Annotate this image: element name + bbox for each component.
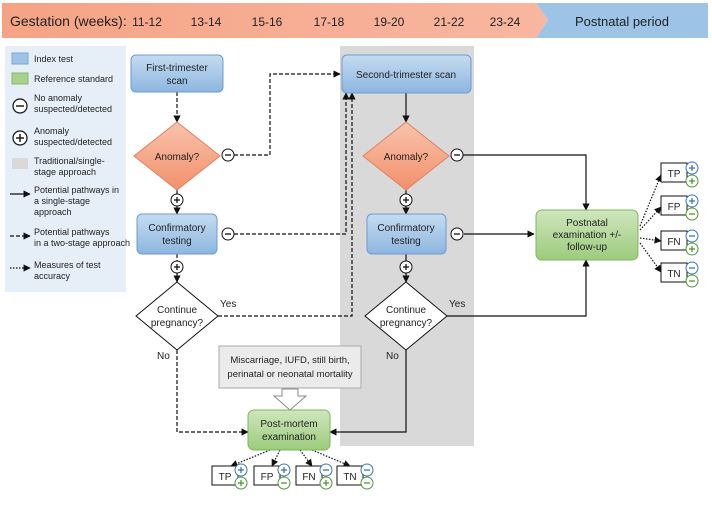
week-label: 15-16 [252, 15, 283, 29]
svg-text:examination +/-: examination +/- [553, 230, 622, 241]
post-mortem-examination: Post-mortem examination [247, 409, 331, 451]
legend-single-label: Potential pathways in [34, 185, 119, 195]
confirmatory-testing-second: Confirmatory testing [366, 213, 447, 255]
svg-text:Confirmatory: Confirmatory [148, 223, 205, 234]
plus-icon [399, 260, 413, 274]
svg-text:Post-mortem: Post-mortem [260, 419, 317, 430]
legend-single-label: approach [34, 207, 72, 217]
gestation-label: Gestation (weeks): [10, 13, 127, 29]
plus-icon [399, 193, 413, 207]
svg-text:follow-up: follow-up [567, 242, 607, 253]
svg-text:TN: TN [667, 269, 680, 280]
postnatal-examination: Postnatal examination +/- follow-up [535, 209, 639, 261]
legend-index-label: Index test [34, 54, 74, 64]
accuracy-tn-postnatal: TN [660, 261, 699, 288]
first-trimester-scan: First-trimester scan [130, 54, 224, 93]
legend-accuracy-label: accuracy [34, 271, 71, 281]
yes-label: Yes [220, 299, 236, 310]
legend-anomaly-label: Anomaly [34, 126, 70, 136]
minus-icon [450, 227, 464, 241]
legend-reference-swatch [11, 72, 29, 85]
svg-text:FN: FN [667, 237, 680, 248]
svg-text:Anomaly?: Anomaly? [384, 152, 429, 163]
path-markers [170, 148, 464, 274]
svg-text:TP: TP [219, 472, 232, 483]
legend: Index test Reference standard No anomaly… [5, 46, 130, 292]
accuracy-fn-postnatal: FN [660, 229, 699, 256]
anomaly-decision-second: Anomaly? [362, 121, 450, 191]
svg-text:Postnatal: Postnatal [566, 218, 608, 229]
svg-text:pregnancy?: pregnancy? [380, 318, 433, 329]
legend-index-swatch [11, 52, 29, 65]
svg-text:testing: testing [391, 236, 420, 247]
accuracy-fp-postmortem: FP [253, 463, 291, 490]
gestation-header: Gestation (weeks): 11-12 13-14 15-16 17-… [2, 3, 708, 38]
legend-traditional-label: stage approach [34, 167, 96, 177]
svg-text:Anomaly?: Anomaly? [155, 152, 200, 163]
minus-icon [221, 227, 235, 241]
legend-two-stage-label: in a two-stage approach [34, 238, 130, 248]
minus-icon [221, 148, 235, 162]
svg-text:scan: scan [166, 76, 187, 87]
second-trimester-scan: Second-trimester scan [341, 54, 472, 94]
svg-text:testing: testing [162, 236, 191, 247]
week-label: 19-20 [374, 15, 405, 29]
continue-pregnancy-first: Continue pregnancy? [135, 281, 219, 351]
week-label: 21-22 [434, 15, 465, 29]
svg-text:Confirmatory: Confirmatory [377, 223, 434, 234]
confirmatory-testing-first: Confirmatory testing [136, 213, 218, 255]
svg-text:Continue: Continue [157, 305, 197, 316]
legend-traditional-label: Traditional/single- [34, 156, 105, 166]
legend-traditional-swatch [12, 158, 28, 169]
postnatal-label: Postnatal period [575, 14, 669, 29]
svg-text:examination: examination [262, 432, 316, 443]
accuracy-tn-postmortem: TN [336, 463, 374, 490]
svg-text:TP: TP [668, 169, 681, 180]
legend-accuracy-label: Measures of test [34, 260, 101, 270]
accuracy-fp-postnatal: FP [660, 194, 699, 221]
legend-reference-label: Reference standard [34, 74, 113, 84]
week-label: 13-14 [191, 15, 222, 29]
no-label: No [386, 351, 399, 362]
outcomes-note: Miscarriage, IUFD, still birth, perinata… [218, 345, 362, 389]
svg-text:perinatal or neonatal mortalit: perinatal or neonatal mortality [227, 369, 352, 380]
continue-pregnancy-second: Continue pregnancy? [364, 281, 448, 351]
svg-text:First-trimester: First-trimester [146, 63, 208, 74]
legend-single-label: a single-stage [34, 196, 90, 206]
svg-text:Miscarriage, IUFD, still birth: Miscarriage, IUFD, still birth, [230, 355, 349, 366]
anomaly-decision-first: Anomaly? [133, 121, 221, 191]
accuracy-tp-postmortem: TP [211, 463, 248, 490]
week-label: 17-18 [314, 15, 345, 29]
svg-text:pregnancy?: pregnancy? [151, 318, 204, 329]
legend-two-stage-label: Potential pathways [34, 227, 110, 237]
legend-anomaly-label: suspected/detected [34, 137, 112, 147]
gestation-bar [2, 3, 548, 38]
week-label: 23-24 [490, 15, 521, 29]
no-label: No [157, 351, 170, 362]
svg-text:Continue: Continue [386, 305, 426, 316]
svg-text:FN: FN [302, 472, 315, 483]
connectors [173, 70, 662, 467]
week-label: 11-12 [132, 15, 162, 29]
svg-text:FP: FP [261, 472, 274, 483]
minus-icon [450, 148, 464, 162]
legend-no-anomaly-label: suspected/detected [34, 104, 112, 114]
accuracy-fn-postmortem: FN [295, 463, 333, 490]
yes-label: Yes [449, 299, 465, 310]
plus-icon [170, 193, 184, 207]
plus-icon [170, 260, 184, 274]
svg-text:Second-trimester scan: Second-trimester scan [356, 70, 456, 81]
accuracy-tp-postnatal: TP [660, 161, 699, 188]
postnatal-bar [536, 3, 708, 38]
svg-text:FP: FP [668, 202, 681, 213]
svg-text:TN: TN [343, 472, 356, 483]
legend-no-anomaly-label: No anomaly [34, 93, 83, 103]
